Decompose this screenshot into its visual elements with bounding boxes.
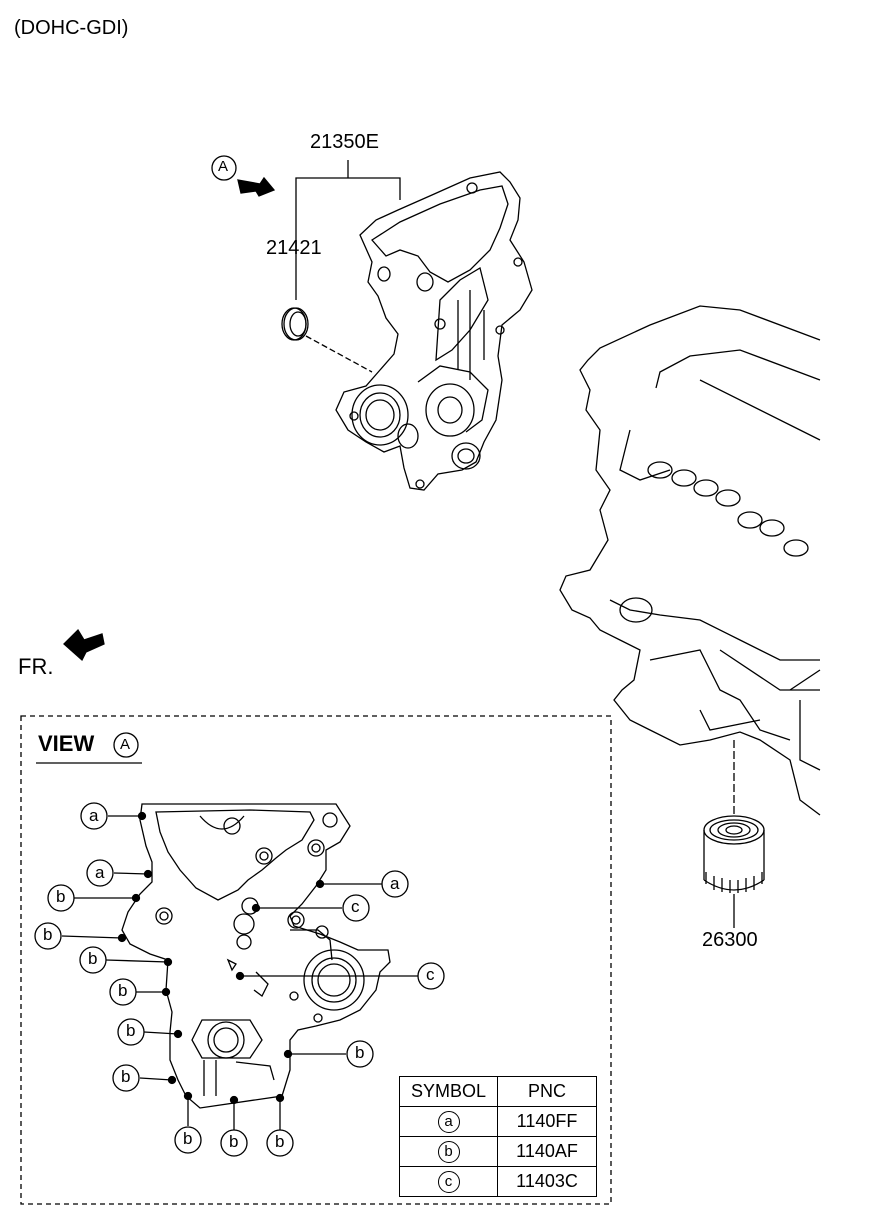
part-number-timing-cover: 21350E (310, 131, 379, 153)
bolt-label: a (95, 863, 105, 882)
bolt-label: b (121, 1067, 131, 1086)
legend-symbol-cell: b (399, 1136, 498, 1167)
front-label: FR. (18, 654, 54, 679)
legend-pnc: 1140FF (497, 1106, 597, 1137)
bolt-label: b (88, 949, 98, 968)
bolt-label: b (126, 1021, 136, 1040)
legend-pnc: 11403C (497, 1166, 597, 1197)
legend-symbol-cell: c (399, 1166, 498, 1197)
timing-cover-part (335, 171, 533, 491)
bolt-label: b (183, 1129, 193, 1148)
callout-a-letter: A (218, 158, 229, 175)
bolt-label: c (351, 897, 360, 916)
legend-header-pnc: PNC (497, 1076, 597, 1107)
view-a-callout-circle (211, 155, 237, 181)
legend-header-symbol: SYMBOL (399, 1076, 498, 1107)
legend-row: b 1140AF (399, 1136, 597, 1167)
bolt-label: c (426, 965, 435, 984)
bolt-label: a (390, 874, 400, 893)
legend-row: c 11403C (399, 1166, 597, 1197)
part-number-oil-seal: 21421 (266, 237, 322, 259)
legend-symbol: b (437, 1141, 460, 1163)
view-a-cover-drawing (121, 803, 391, 1109)
view-a-frame (20, 715, 612, 1205)
bolt-label: b (275, 1132, 285, 1151)
view-title-circle (113, 732, 139, 758)
bolt-label: a (89, 806, 99, 825)
oil-seal-part (281, 307, 373, 373)
bolt-label: b (43, 925, 53, 944)
legend-pnc: 1140AF (497, 1136, 597, 1167)
part-number-oil-filter: 26300 (702, 929, 758, 951)
oil-filter-part (703, 815, 765, 928)
view-a-leader-lines (61, 815, 418, 1130)
engine-type-label: (DOHC-GDI) (14, 17, 129, 39)
legend-symbol-cell: a (399, 1106, 498, 1137)
symbol-legend-table: SYMBOL PNC a 1140FF b 1140AF c 11403C (399, 1076, 597, 1197)
legend-symbol: c (437, 1171, 460, 1193)
view-a-arrow-icon (237, 176, 276, 197)
view-title-letter: A (120, 736, 131, 753)
legend-symbol: a (437, 1111, 460, 1133)
bolt-label: b (118, 981, 128, 1000)
view-a-label-circles (34, 802, 445, 1157)
bolt-label: b (355, 1043, 365, 1062)
legend-header-row: SYMBOL PNC (399, 1076, 597, 1107)
view-title: VIEW (38, 731, 95, 756)
engine-block-outline (559, 305, 821, 816)
front-direction-arrow-icon (63, 628, 105, 662)
legend-row: a 1140FF (399, 1106, 597, 1137)
bolt-label: b (56, 887, 66, 906)
bolt-label: b (229, 1132, 239, 1151)
